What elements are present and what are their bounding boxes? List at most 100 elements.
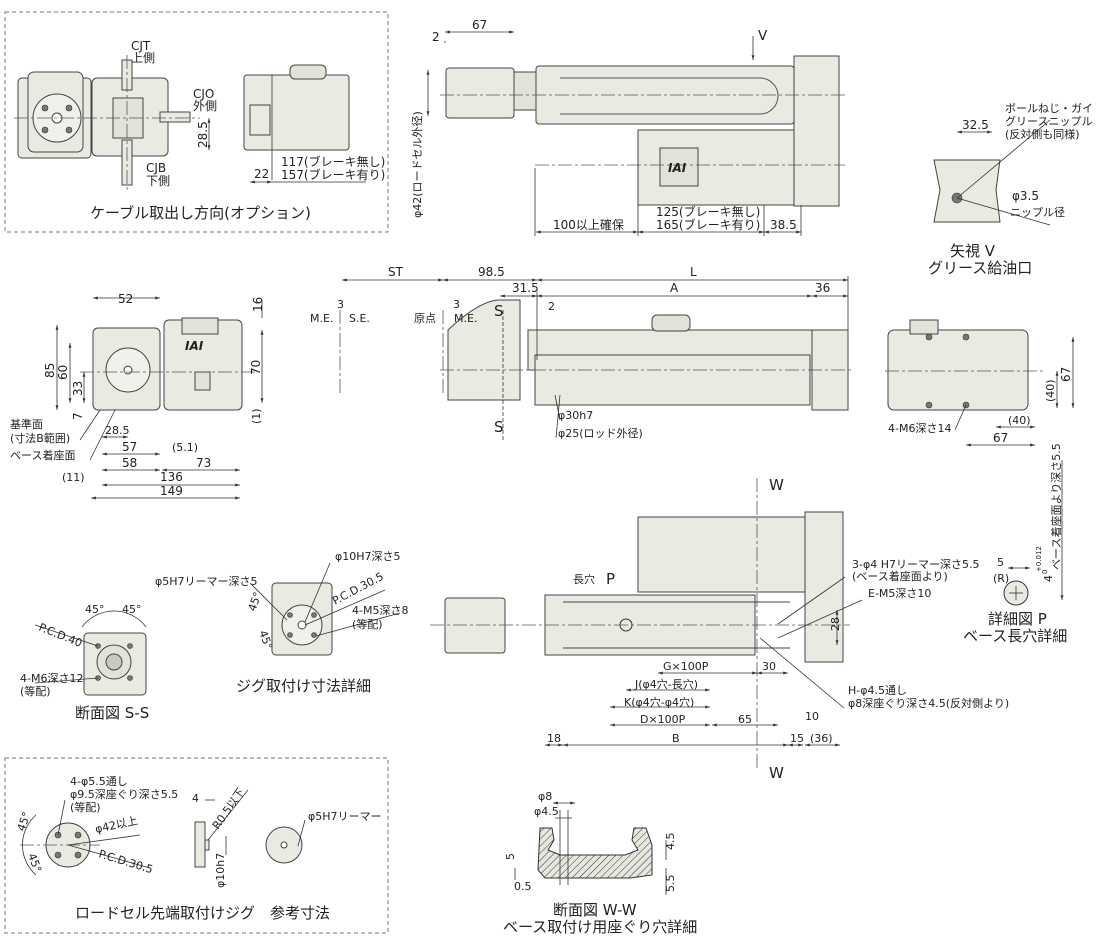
rod-dia: φ25(ロッド外径) [558, 427, 643, 440]
view-v-title: 矢視 V [950, 242, 996, 260]
cable-option-title: ケーブル取出し方向(オプション) [90, 204, 311, 222]
jig-equal: (等配) [352, 617, 383, 631]
dim-70: 70 [249, 360, 263, 375]
dim-1: (1) [250, 408, 263, 424]
j-label: J(φ4穴-長穴) [634, 677, 698, 691]
dim-11: (11) [62, 471, 85, 484]
ss-pcd: P.C.D.40 [37, 621, 84, 650]
dim-67-v: 67 [1059, 367, 1073, 382]
dim-7: 7 [71, 412, 85, 420]
cjb-sub: 下側 [146, 174, 170, 188]
detail-p-depth: ベース着座面より深さ5.5 [1049, 443, 1063, 570]
dim-2-side: 2 [548, 300, 555, 313]
dashed-frame-2 [4, 757, 389, 934]
jig-detail [249, 562, 401, 656]
origin-label: 原点 [414, 312, 436, 325]
clearance: 100以上確保 [553, 217, 624, 232]
loadcell-dia: φ42(ロードセル外径) [411, 111, 424, 218]
me-label-1: M.E. [310, 312, 333, 325]
through-note-1: H-φ4.5通し [848, 684, 907, 697]
jig-tap: 4-M5深さ8 [352, 604, 408, 617]
dim-32-5: 32.5 [962, 118, 989, 132]
jig-equal-2: (等配) [70, 800, 101, 814]
dim-36-bottom: (36) [810, 732, 833, 745]
section-s-top: S [494, 302, 504, 320]
section-w-top: W [769, 476, 784, 494]
jig-shaft: φ10h7 [214, 853, 227, 888]
ww-dim-5: 5 [504, 853, 517, 860]
d-label: D×100P [640, 713, 686, 726]
rear-tap: 4-M6深さ14 [888, 422, 951, 435]
detail-p [1003, 460, 1064, 606]
dim-18: 18 [547, 732, 561, 745]
dim-57: 57 [122, 440, 137, 454]
se-label: S.E. [349, 312, 370, 325]
ss-angle-1: 45° [85, 603, 105, 616]
jig-dim-4: 4 [192, 792, 199, 805]
detail-p-title: 詳細図 P [988, 610, 1047, 628]
dim-10: 10 [805, 710, 819, 723]
jig-angle-a: 45° [15, 810, 34, 833]
nipple-dia: φ3.5 [1012, 189, 1039, 203]
dim-38-5: 38.5 [770, 218, 797, 232]
rod-fit: φ30h7 [558, 409, 593, 422]
detail-p-dim-5: 5 [997, 556, 1004, 569]
jig-angle-1: 45° [246, 590, 265, 613]
dim-136: 136 [160, 470, 183, 484]
dim-33: 33 [71, 381, 85, 396]
len-no-brake: 117(ブレーキ無し) [281, 154, 385, 169]
cable-side [159, 111, 191, 123]
front-view [55, 296, 264, 500]
jig-title: ジグ取付け寸法詳細 [236, 677, 371, 695]
motor-no-brake: 125(ブレーキ無し) [656, 204, 760, 219]
loadcell-jig-title: ロードセル先端取付けジグ 参考寸法 [75, 904, 330, 922]
b-label: B [672, 732, 680, 745]
cjt-sub: 上側 [131, 51, 155, 65]
dim-65: 65 [738, 713, 752, 726]
dashed-frame [4, 11, 389, 233]
detail-p-marker: P [606, 570, 615, 588]
dim-67: 67 [472, 18, 487, 32]
dim-73: 73 [196, 456, 211, 470]
dim-3a: 3 [337, 298, 344, 311]
dim-98-5: 98.5 [478, 265, 505, 279]
side-view [339, 276, 852, 440]
slot-label: 長穴 [573, 572, 595, 586]
nipple-dia-label: ニップル径 [1010, 206, 1065, 219]
reamer-note-2: (ベース着座面より) [852, 569, 948, 583]
dim-16: 16 [251, 297, 265, 312]
base-surface: ベース着座面 [10, 448, 75, 462]
dim-28-5-front: 28.5 [105, 424, 130, 437]
nipple-note-3: (反対側も同様) [1005, 127, 1080, 141]
jig-r05: R0.5以下 [210, 786, 248, 832]
dim-22: 22 [254, 167, 269, 181]
dim-2: 2 [432, 30, 440, 44]
jig-angle-b: 45° [25, 852, 44, 875]
len-brake: 157(ブレーキ有り) [281, 167, 385, 182]
cable-bottom [121, 139, 133, 186]
dim-149: 149 [160, 484, 183, 498]
ww-d45: φ4.5 [534, 805, 559, 818]
dim-85: 85 [43, 363, 57, 378]
view-v-subtitle: グリース給油口 [928, 259, 1032, 277]
jig-counterbore: φ9.5深座ぐり深さ5.5 [70, 787, 178, 801]
iai-logo-front: IAI [185, 339, 204, 353]
section-s-bottom: S [494, 418, 504, 436]
section-w-subtitle: ベース取付け用座ぐり穴詳細 [503, 918, 697, 936]
ref-surface-range: (寸法B範囲) [10, 431, 70, 445]
end-cap [793, 55, 840, 207]
reamer-note-1: 3-φ4 H7リーマー深さ5.5 [852, 558, 979, 571]
tap-note: E-M5深さ10 [868, 587, 931, 600]
dim-28: 28 [829, 617, 842, 631]
top-view [426, 30, 845, 236]
dim-3b: 3 [453, 298, 460, 311]
dim-52: 52 [118, 292, 133, 306]
k-label: K(φ4穴-φ4穴) [624, 695, 694, 709]
dim-36-side: 36 [815, 281, 830, 295]
dim-60: 60 [56, 365, 70, 380]
load-cell [445, 67, 515, 119]
dim-31-5: 31.5 [512, 281, 539, 295]
ss-equal: (等配) [20, 684, 51, 698]
detail-p-subtitle: ベース長穴詳細 [963, 627, 1067, 645]
dim-5-1: (5.1) [172, 441, 198, 454]
